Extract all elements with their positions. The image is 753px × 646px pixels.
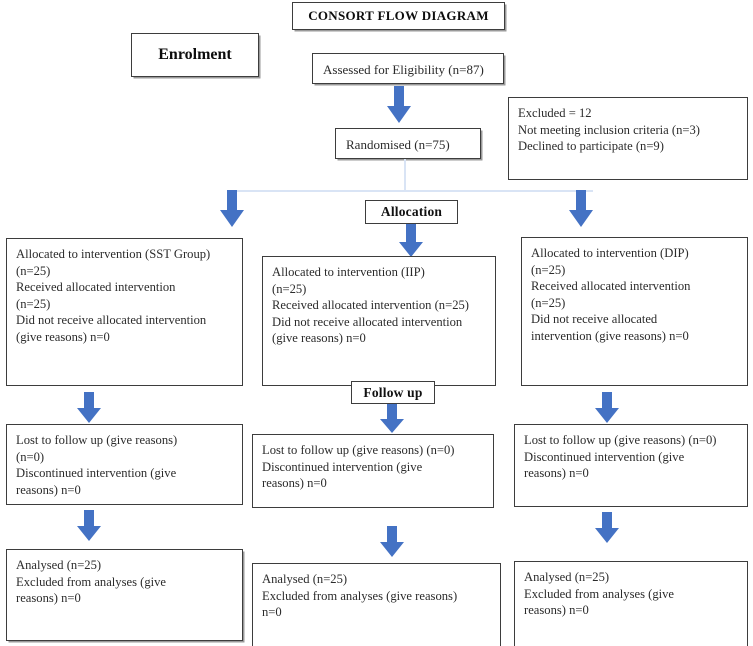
analysis-right-text: Analysed (n=25) Excluded from analyses (… (524, 570, 675, 618)
analysis-middle-text: Analysed (n=25) Excluded from analyses (… (262, 572, 458, 620)
arrow-branch-left (219, 190, 245, 228)
arrow-followup-to-analysis-middle (379, 526, 405, 558)
excluded-box: Excluded = 12 Not meeting inclusion crit… (508, 97, 748, 180)
assessed-eligibility-box: Assessed for Eligibility (n=87) (312, 53, 504, 84)
followup-middle-text: Lost to follow up (give reasons) (n=0) D… (262, 443, 455, 491)
allocation-box-middle: Allocated to intervention (IIP) (n=25) R… (262, 256, 496, 386)
arrow-assessed-to-randomised (386, 86, 412, 124)
allocation-middle-text: Allocated to intervention (IIP) (n=25) R… (272, 265, 469, 346)
arrow-followup-to-analysis-left (76, 510, 102, 542)
connector-randomised-stem (404, 159, 406, 191)
followup-box-left: Lost to follow up (give reasons) (n=0) D… (6, 424, 243, 505)
allocation-right-text: Allocated to intervention (DIP) (n=25) R… (531, 246, 691, 344)
followup-box-middle: Lost to follow up (give reasons) (n=0) D… (252, 434, 494, 508)
arrow-allocation-to-followup-right (594, 392, 620, 424)
page-title: CONSORT FLOW DIAGRAM (308, 8, 489, 23)
assessed-eligibility-text: Assessed for Eligibility (n=87) (323, 62, 484, 77)
analysis-left-text: Analysed (n=25) Excluded from analyses (… (16, 558, 167, 606)
analysis-box-middle: Analysed (n=25) Excluded from analyses (… (252, 563, 501, 646)
followup-right-text: Lost to follow up (give reasons) (n=0) D… (524, 433, 717, 481)
followup-box-right: Lost to follow up (give reasons) (n=0) D… (514, 424, 748, 507)
randomised-text: Randomised (n=75) (346, 137, 450, 152)
allocation-box-right: Allocated to intervention (DIP) (n=25) R… (521, 237, 748, 386)
arrow-allocation-to-followup-left (76, 392, 102, 424)
randomised-box: Randomised (n=75) (335, 128, 481, 159)
analysis-box-left: Analysed (n=25) Excluded from analyses (… (6, 549, 243, 641)
allocation-left-text: Allocated to intervention (SST Group) (n… (16, 247, 211, 345)
excluded-text: Excluded = 12 Not meeting inclusion crit… (518, 106, 700, 154)
connector-branch-bar-right (584, 190, 593, 192)
diagram-title-box: CONSORT FLOW DIAGRAM (292, 2, 505, 30)
analysis-box-right: Analysed (n=25) Excluded from analyses (… (514, 561, 748, 646)
stage-label-follow-up: Follow up (351, 381, 435, 404)
followup-left-text: Lost to follow up (give reasons) (n=0) D… (16, 433, 178, 497)
connector-branch-bar (232, 190, 584, 192)
arrow-followup-to-analysis-right (594, 512, 620, 544)
stage-label-enrolment: Enrolment (131, 33, 259, 77)
stage-label-allocation-text: Allocation (380, 204, 443, 219)
arrow-branch-middle (398, 224, 424, 258)
allocation-box-left: Allocated to intervention (SST Group) (n… (6, 238, 243, 386)
arrow-allocation-to-followup-middle (379, 404, 405, 434)
arrow-branch-right (568, 190, 594, 228)
stage-label-follow-up-text: Follow up (363, 384, 423, 400)
stage-label-allocation: Allocation (365, 200, 458, 224)
stage-label-enrolment-text: Enrolment (158, 46, 232, 63)
